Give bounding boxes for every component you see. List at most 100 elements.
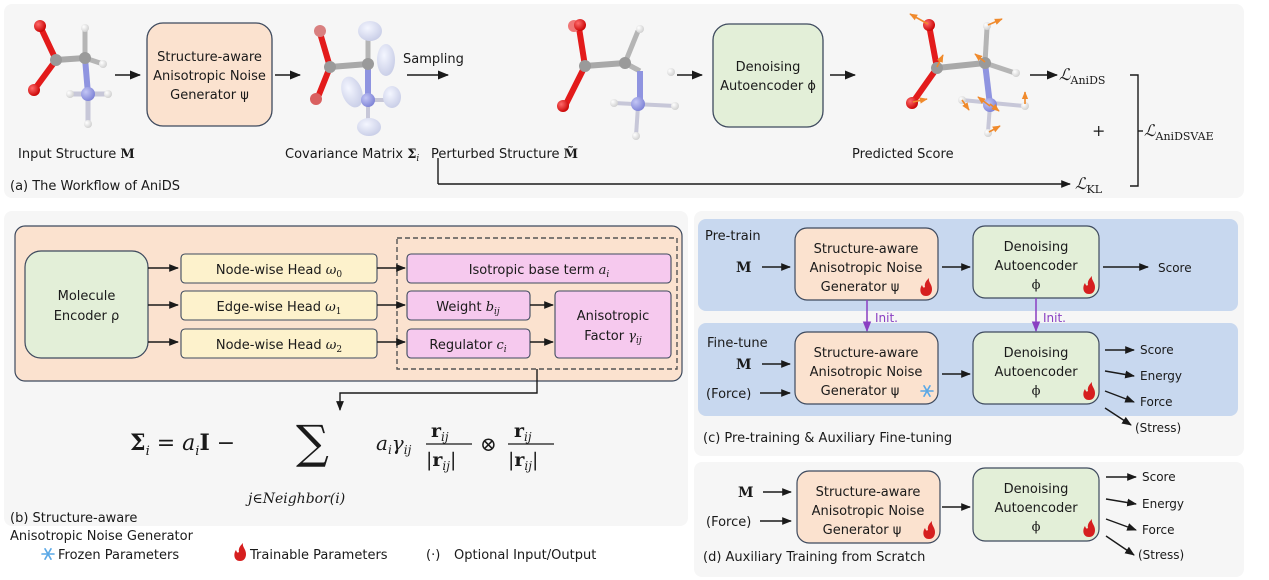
- finetune-output-energy: Energy: [1140, 369, 1182, 383]
- svg-text:Input Structure M: Input Structure M: [18, 147, 135, 162]
- svg-text:|rij|: |rij|: [426, 449, 456, 473]
- dae-line1: Denoising: [736, 60, 801, 75]
- scratch-input-m: M: [738, 485, 754, 501]
- perturbed-symbol: M̃: [564, 146, 578, 162]
- svg-text:ℒKL: ℒKL: [1075, 174, 1103, 196]
- dae-line2: Autoencoder ϕ: [720, 79, 816, 94]
- node-wise-head-2[interactable]: [180, 328, 378, 359]
- noise-generator-line1: Structure-aware: [157, 50, 262, 65]
- scratch-output-energy: Energy: [1142, 497, 1184, 511]
- scratch-noise-generator[interactable]: [796, 470, 941, 544]
- aniso-symbol: γ: [628, 329, 636, 344]
- head-2-sub: 2: [336, 345, 342, 355]
- finetune-input-force: (Force): [706, 387, 751, 402]
- svg-text:ℒAniDS: ℒAniDS: [1059, 65, 1105, 87]
- panel-d-caption: (d) Auxiliary Training from Scratch: [703, 550, 925, 565]
- encoder-line2: Encoder ρ: [54, 309, 120, 324]
- formula-identity: I: [199, 430, 209, 456]
- init-label-dae: Init.: [1043, 311, 1066, 325]
- frac2-num-sub: ij: [524, 430, 532, 444]
- head-2-symbol: ω: [326, 338, 337, 353]
- pt-noise-line1: Structure-aware: [814, 242, 919, 257]
- panel-c-caption: (c) Pre-training & Auxiliary Fine-tuning: [703, 431, 952, 446]
- finetune-output-score: Score: [1140, 343, 1174, 357]
- svg-text:ℒAniDSVAE: ℒAniDSVAE: [1144, 121, 1214, 143]
- ft-noise-line2: Anisotropic Noise: [810, 365, 923, 380]
- pt-dae-line3: ϕ: [1032, 278, 1041, 293]
- panel-a: Input Structure M (a) The Workflow of An…: [10, 13, 1214, 196]
- formula-otimes: ⊗: [480, 432, 497, 456]
- scratch-input-force: (Force): [706, 515, 751, 530]
- isotropic-symbol: a: [599, 263, 607, 278]
- snowflake-icon: [920, 385, 934, 397]
- init-label-noise: Init.: [875, 311, 898, 325]
- scratch-output-score: Score: [1142, 470, 1176, 484]
- pretrain-output-score: Score: [1158, 261, 1192, 275]
- legend-frozen: Frozen Parameters: [58, 548, 179, 563]
- svg-text:rij: rij: [431, 420, 449, 444]
- covariance-label: Covariance Matrix: [285, 147, 407, 162]
- formula-gamma: γ: [392, 431, 404, 455]
- panel-b-caption-line1: (b) Structure-aware: [10, 511, 137, 526]
- legend-optional-symbol: (·): [426, 548, 440, 563]
- noise-generator-box[interactable]: [146, 22, 273, 127]
- loss-anids-sub: AniDS: [1070, 74, 1106, 87]
- frac1-num: r: [431, 420, 442, 442]
- frac1-den: r: [432, 449, 443, 471]
- input-structure-label: Input Structure: [18, 147, 120, 162]
- anisotropic-factor-box[interactable]: [554, 290, 672, 359]
- pretrain-label: Pre-train: [705, 229, 761, 244]
- svg-text:rij: rij: [514, 420, 532, 444]
- loss-total-script: ℒ: [1144, 121, 1156, 140]
- formula-minus: −: [210, 431, 235, 456]
- svg-text:Node-wise Head ω2: Node-wise Head ω2: [216, 338, 342, 355]
- molecule-encoder-box[interactable]: [24, 250, 149, 359]
- head-0-label: Node-wise Head: [216, 263, 326, 278]
- frac1-num-sub: ij: [441, 430, 449, 444]
- legend: Frozen Parameters Trainable Parameters (…: [41, 543, 596, 563]
- svg-text:Node-wise Head ω0: Node-wise Head ω0: [216, 263, 343, 280]
- frac2-den: r: [514, 449, 525, 471]
- svg-text:aiγij: aiγij: [376, 431, 412, 457]
- flame-icon: [234, 543, 246, 561]
- head-1-symbol: ω: [325, 300, 336, 315]
- isotropic-label: Isotropic base term: [469, 263, 599, 278]
- frac1-den-sub: ij: [442, 459, 450, 473]
- flame-icon: [1083, 382, 1095, 400]
- loss-kl-script: ℒ: [1075, 174, 1087, 193]
- predicted-score-label: Predicted Score: [852, 147, 954, 162]
- pt-noise-line3: Generator ψ: [821, 280, 900, 295]
- regulator-label: Regulator: [429, 338, 496, 353]
- finetune-dae[interactable]: [972, 331, 1100, 405]
- covariance-molecule: [310, 21, 401, 136]
- formula-term1-sub: i: [195, 444, 199, 459]
- svg-text:Regulator ci: Regulator ci: [429, 338, 506, 355]
- head-0-sub: 0: [336, 270, 342, 280]
- formula-lhs-sub: i: [146, 444, 150, 459]
- frac2-num: r: [514, 420, 525, 442]
- loss-total-sub: AniDSVAE: [1155, 130, 1214, 143]
- isotropic-base-term-box[interactable]: [406, 253, 672, 284]
- finetune-input-m: M: [736, 357, 752, 373]
- loss-plus: +: [1092, 121, 1105, 140]
- svg-text:Factor γij: Factor γij: [584, 329, 642, 346]
- finetune-noise-generator[interactable]: [794, 331, 939, 405]
- panel-b: Molecule Encoder ρ Node-wise Head ω0 Edg…: [10, 225, 683, 544]
- ft-noise-line1: Structure-aware: [814, 346, 919, 361]
- formula-sum: ∑: [296, 415, 329, 469]
- regulator-box[interactable]: [406, 328, 531, 359]
- d-noise-line3: Generator ψ: [823, 523, 902, 538]
- flame-icon: [920, 278, 932, 296]
- svg-text:Weight bij: Weight bij: [436, 300, 500, 317]
- d-dae-line3: ϕ: [1032, 520, 1041, 535]
- denoising-autoencoder-box[interactable]: [712, 23, 824, 128]
- d-noise-line1: Structure-aware: [816, 485, 921, 500]
- weight-sub: ij: [494, 307, 500, 317]
- scratch-dae[interactable]: [972, 467, 1100, 542]
- covariance-symbol: Σ: [407, 147, 416, 162]
- frac2-den-sub: ij: [524, 459, 532, 473]
- legend-optional: Optional Input/Output: [454, 548, 596, 563]
- loss-kl-sub: KL: [1087, 183, 1103, 196]
- ft-dae-line1: Denoising: [1004, 346, 1069, 361]
